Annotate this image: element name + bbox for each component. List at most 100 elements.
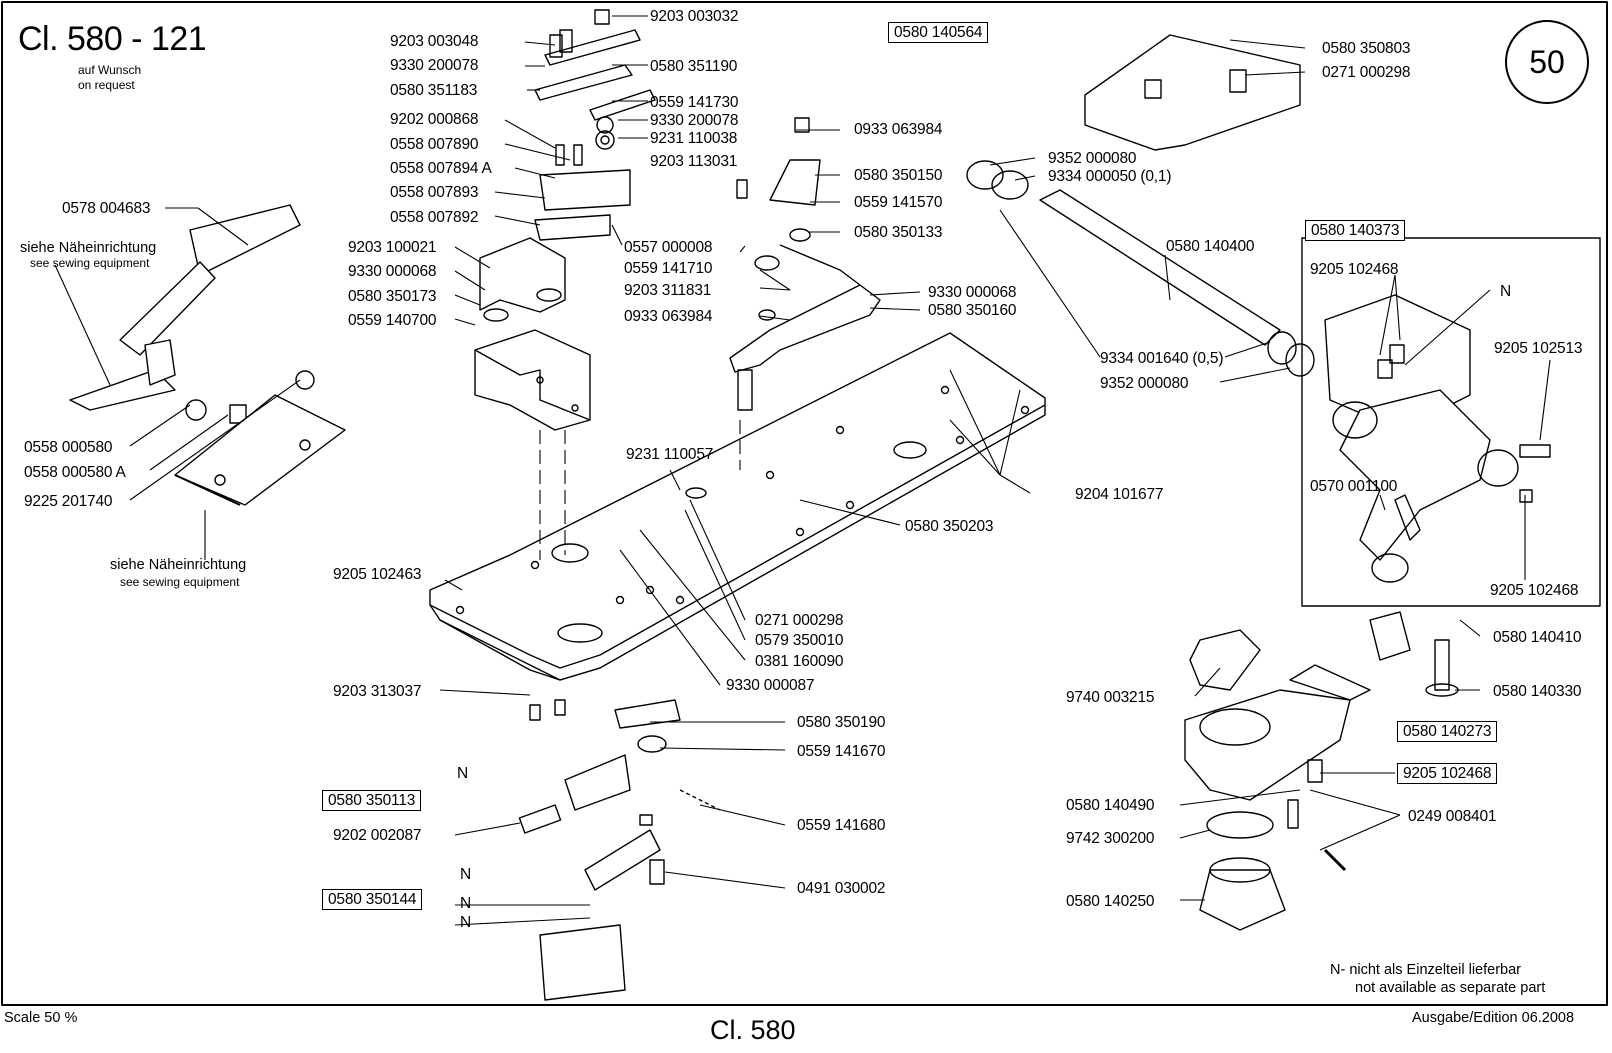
- part-label: 9330 000068: [928, 284, 1017, 301]
- part-label: 9742 300200: [1066, 830, 1155, 847]
- page-title: Cl. 580 - 121: [18, 20, 207, 58]
- note-sewing-de: siehe Näheinrichtung: [110, 557, 247, 573]
- part-label: 0558 000580 A: [24, 464, 126, 481]
- screw-stack-left: [534, 9, 656, 241]
- part-label: 9352 000080: [1100, 375, 1189, 392]
- part-label: 0559 141730: [650, 94, 739, 111]
- part-label-n: N: [460, 866, 471, 883]
- page-number-circle: 50: [1505, 20, 1589, 104]
- part-label: 0580 140490: [1066, 797, 1155, 814]
- part-label: 0557 000008: [624, 239, 713, 256]
- part-label: 9205 102513: [1494, 340, 1583, 357]
- part-label: 0578 004683: [62, 200, 151, 217]
- part-label: 9334 001640 (0,5): [1100, 350, 1224, 367]
- part-label: 0558 007894 A: [390, 160, 492, 177]
- subtitle-german: auf Wunsch: [78, 63, 142, 77]
- part-label: 0271 000298: [1322, 64, 1411, 81]
- footer-class: Cl. 580: [710, 1015, 796, 1045]
- subtitle-english: on request: [78, 78, 135, 92]
- footer-edition: Ausgabe/Edition 06.2008: [1412, 1010, 1575, 1026]
- part-label: 0558 007892: [390, 209, 479, 226]
- note-sewing-en: see sewing equipment: [30, 256, 150, 270]
- leader-lines: [54, 15, 1551, 926]
- part-label: 9330 000087: [726, 677, 815, 694]
- hook-assembly-right: [1184, 611, 1459, 931]
- part-label: 9231 110057: [626, 446, 714, 463]
- page-border: [1, 1, 1608, 1006]
- part-label: 0580 350150: [854, 167, 943, 184]
- part-label: 9225 201740: [24, 493, 113, 510]
- part-label: 9330 000068: [348, 263, 437, 280]
- group-box-0580-140373: [1301, 237, 1601, 607]
- part-label: 9330 200078: [650, 112, 739, 129]
- part-label: 9205 102468: [1490, 582, 1579, 599]
- boxed-part-label: 0580 140564: [888, 22, 989, 43]
- part-label: 9203 311831: [624, 282, 712, 299]
- part-label: 0559 141710: [624, 260, 713, 277]
- part-label-n: N: [1500, 283, 1511, 300]
- part-label: 0580 140410: [1493, 629, 1582, 646]
- part-label: 9202 000868: [390, 111, 479, 128]
- boxed-part-label: 0580 140373: [1305, 220, 1406, 241]
- part-label: 9203 313037: [333, 683, 422, 700]
- part-label-n: N: [457, 765, 468, 782]
- part-label: 9205 102463: [333, 566, 422, 583]
- part-label: 0559 141670: [797, 743, 886, 760]
- part-label: 0580 350190: [797, 714, 886, 731]
- part-label: 0580 351190: [650, 58, 738, 75]
- part-label: 0580 350173: [348, 288, 437, 305]
- main-plate: [429, 332, 1046, 681]
- part-label: 9203 100021: [348, 239, 437, 256]
- sewing-equipment-left: [69, 204, 346, 506]
- part-label: 0559 141570: [854, 194, 943, 211]
- part-label: 0558 007890: [390, 136, 479, 153]
- part-label: 9334 000050 (0,1): [1048, 168, 1172, 185]
- part-label: 9205 102468: [1310, 261, 1399, 278]
- boxed-part-label: 0580 350144: [322, 889, 423, 910]
- part-label: 0580 350203: [905, 518, 994, 535]
- part-label: 0579 350010: [755, 632, 844, 649]
- boxed-part-label: 0580 350113: [322, 790, 422, 811]
- part-label: 0249 008401: [1408, 808, 1497, 825]
- part-label: 9203 003048: [390, 33, 479, 50]
- part-label: 0381 160090: [755, 653, 844, 670]
- part-label-n: N: [460, 914, 471, 931]
- part-label: 0570 001100: [1310, 478, 1398, 495]
- boxed-part-label: 9205 102468: [1397, 763, 1498, 784]
- part-label: 9203 003032: [650, 8, 739, 25]
- footer-scale: Scale 50 %: [4, 1010, 78, 1026]
- part-label: 0580 350160: [928, 302, 1017, 319]
- shaft-0580-140400: [966, 160, 1315, 377]
- part-label: 9203 113031: [650, 153, 738, 170]
- plate-0580-350803: [1084, 34, 1301, 151]
- boxed-part-label: 0580 140273: [1397, 721, 1498, 742]
- part-label: 0933 063984: [854, 121, 943, 138]
- part-label: 9202 002087: [333, 827, 422, 844]
- part-label: 0580 351183: [390, 82, 478, 99]
- note-not-available-en: not available as separate part: [1355, 980, 1546, 996]
- part-label: 0933 063984: [624, 308, 713, 325]
- part-label: 0580 140400: [1166, 238, 1255, 255]
- part-label: 0558 007893: [390, 184, 479, 201]
- note-sewing-en: see sewing equipment: [120, 575, 240, 589]
- part-label: 0271 000298: [755, 612, 844, 629]
- lower-links: [518, 699, 721, 1001]
- part-label: 9204 101677: [1075, 486, 1164, 503]
- part-label: 0559 141680: [797, 817, 886, 834]
- arm-0580-350160: [729, 117, 881, 411]
- part-label: 0491 030002: [797, 880, 886, 897]
- part-label: 0558 000580: [24, 439, 113, 456]
- part-label: 0580 350803: [1322, 40, 1411, 57]
- bracket-0559-140700: [474, 237, 591, 431]
- part-label: 9352 000080: [1048, 150, 1137, 167]
- part-label: 0580 140330: [1493, 683, 1582, 700]
- part-label: 9740 003215: [1066, 689, 1155, 706]
- part-label: 9330 200078: [390, 57, 479, 74]
- note-sewing-de: siehe Näheinrichtung: [20, 240, 157, 256]
- part-label-n: N: [460, 895, 471, 912]
- part-label: 0580 350133: [854, 224, 943, 241]
- note-not-available-de: N- nicht als Einzelteil lieferbar: [1330, 962, 1521, 978]
- part-label: 9231 110038: [650, 130, 738, 147]
